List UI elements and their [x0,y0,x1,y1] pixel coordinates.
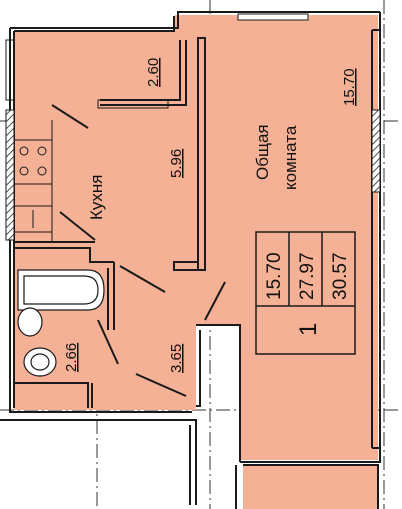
summary-living-area: 15.70 [264,252,285,300]
living-label-line1: Общая [253,124,272,180]
summary-rooms-count: 1 [295,323,322,336]
floor-area [14,15,378,509]
summary-area-with-balcony: 30.57 [330,252,351,300]
living-label-line2: комната [281,125,300,190]
bath-area: 2.66 [63,343,80,372]
closet-area: 2.60 [145,58,162,87]
summary-total-area: 27.97 [297,252,318,300]
kitchen-area: 5.96 [168,149,185,178]
hall-area: 3.65 [168,344,185,373]
summary-box [255,231,356,355]
kitchen-equipment [13,120,53,242]
kitchen-label: Кухня [87,175,106,221]
living-area: 15.70 [341,68,358,106]
windows [5,13,309,109]
bathroom-fixtures [17,269,105,377]
door-swings [51,104,226,397]
